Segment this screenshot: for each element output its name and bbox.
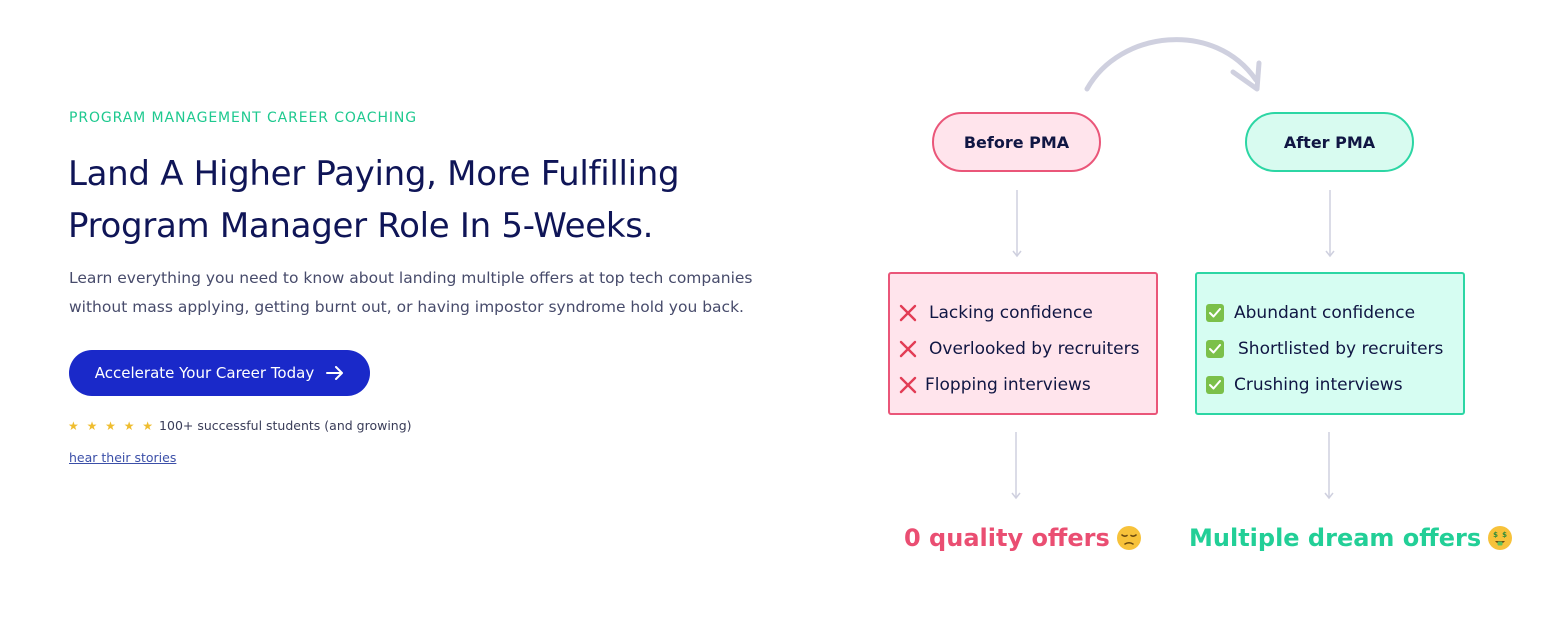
curved-arrow — [1084, 37, 1259, 92]
list-item: Crushing interviews — [1197, 367, 1463, 403]
cross-icon — [899, 376, 917, 394]
headline-line-1: Land A Higher Paying, More Fulfilling — [68, 154, 680, 194]
headline-line-2: Program Manager Role In 5-Weeks. — [68, 206, 654, 246]
page-title: Land A Higher Paying, More Fulfilling Pr… — [68, 148, 788, 252]
hero-description: Learn everything you need to know about … — [69, 264, 789, 322]
list-item: Abundant confidence — [1197, 295, 1463, 331]
check-mark-icon — [1206, 376, 1224, 394]
after-result-text: Multiple dream offers — [1189, 524, 1482, 552]
arrow-right-icon — [326, 366, 344, 380]
curved-arrow-head — [1230, 60, 1262, 92]
accelerate-career-button[interactable]: Accelerate Your Career Today — [69, 350, 370, 396]
cross-icon — [899, 340, 917, 358]
star-rating-icon: ★ ★ ★ ★ ★ — [68, 418, 156, 433]
list-item-label: Lacking confidence — [929, 303, 1093, 323]
before-pma-pill: Before PMA — [932, 112, 1101, 172]
list-item: Overlooked by recruiters — [890, 331, 1156, 367]
rating-text: 100+ successful students (and growing) — [159, 418, 412, 433]
list-item-label: Shortlisted by recruiters — [1238, 339, 1444, 359]
svg-text:$: $ — [1493, 531, 1498, 539]
description-line-1: Learn everything you need to know about … — [69, 269, 753, 287]
cta-label: Accelerate Your Career Today — [94, 364, 315, 382]
pensive-face-icon — [1116, 525, 1142, 551]
list-item-label: Crushing interviews — [1234, 375, 1403, 395]
after-pma-list: Abundant confidence Shortlisted by recru… — [1195, 272, 1465, 415]
after-pma-label: After PMA — [1283, 132, 1376, 152]
cross-icon — [899, 304, 917, 322]
list-item: Lacking confidence — [890, 295, 1156, 331]
list-item-label: Flopping interviews — [925, 375, 1091, 395]
hear-their-stories-link[interactable]: hear their stories — [69, 450, 177, 465]
before-result: 0 quality offers — [904, 524, 1142, 552]
list-item-label: Abundant confidence — [1234, 303, 1416, 323]
list-item: Flopping interviews — [890, 367, 1156, 403]
rating-row: ★ ★ ★ ★ ★ 100+ successful students (and … — [68, 418, 412, 433]
after-pma-pill: After PMA — [1245, 112, 1414, 172]
list-item: Shortlisted by recruiters — [1197, 331, 1463, 367]
check-mark-icon — [1206, 304, 1224, 322]
eyebrow-label: PROGRAM MANAGEMENT CAREER COACHING — [69, 110, 418, 126]
money-mouth-face-icon: $ $ — [1487, 525, 1513, 551]
after-result: Multiple dream offers $ $ — [1189, 524, 1513, 552]
description-line-2: without mass applying, getting burnt out… — [69, 298, 744, 316]
before-pma-label: Before PMA — [963, 132, 1070, 152]
list-item-label: Overlooked by recruiters — [929, 339, 1140, 359]
check-mark-icon — [1206, 340, 1224, 358]
svg-text:$: $ — [1502, 531, 1507, 539]
before-result-text: 0 quality offers — [904, 524, 1110, 552]
before-pma-list: Lacking confidence Overlooked by recruit… — [888, 272, 1158, 415]
